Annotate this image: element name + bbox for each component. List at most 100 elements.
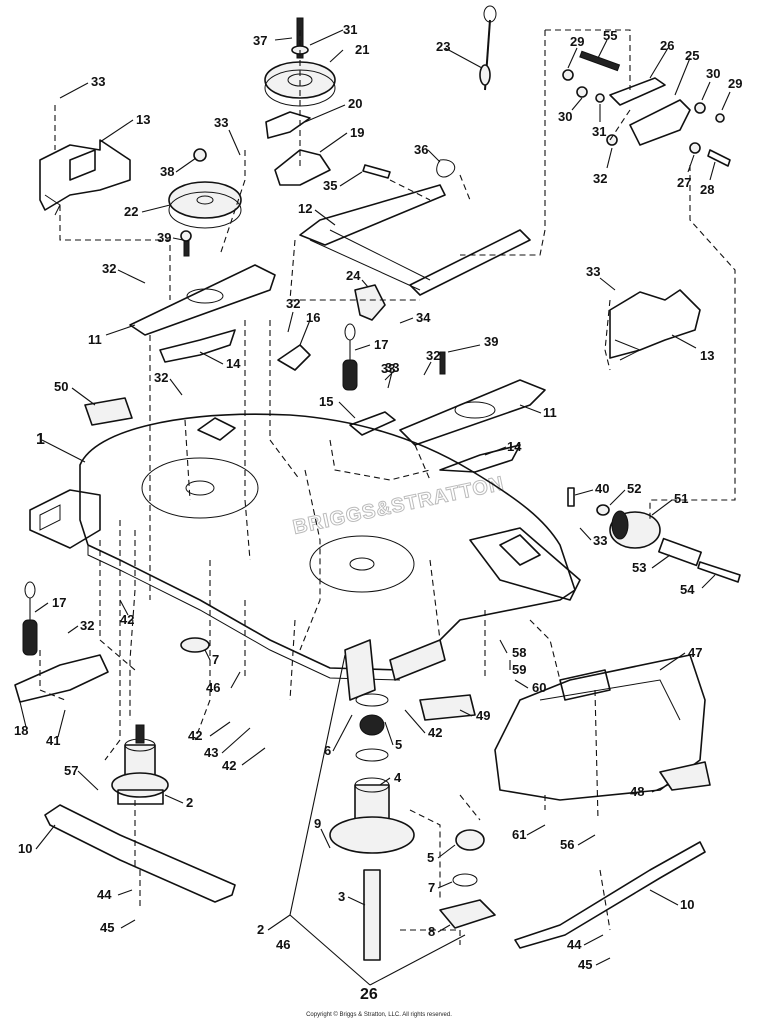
callout-32: 32 [286,296,300,311]
callout-43: 43 [204,745,218,760]
callout-32: 32 [593,171,607,186]
watermark: BRIGGS&STRATTON [291,473,506,539]
block-8 [439,899,496,929]
clip-36 [436,159,456,178]
bracket-13-right [609,289,701,361]
callout-58: 58 [512,645,526,660]
idler-arm-11-right [399,351,546,446]
callout-38: 38 [160,164,174,179]
callout-8: 8 [428,924,435,939]
callout-2: 2 [257,922,264,937]
callout-33: 33 [91,74,105,89]
callout-32: 32 [102,261,116,276]
callout-50: 50 [54,379,68,394]
callout-26: 26 [360,986,378,1003]
callout-47: 47 [688,645,702,660]
callout-39: 39 [484,334,498,349]
callout-46: 46 [276,937,290,952]
callout-20: 20 [348,96,362,111]
callout-17: 17 [52,595,66,610]
callout-42: 42 [188,728,202,743]
callout-31: 31 [343,22,357,37]
bracket-13-left [39,139,131,216]
callout-5: 5 [395,737,402,752]
callout-21: 21 [355,42,369,57]
callout-3: 3 [338,889,345,904]
blade-10-right [514,841,706,949]
spindle-4 [329,693,415,961]
callout-7: 7 [212,652,219,667]
callout-44: 44 [97,887,112,902]
spindle-2-left [111,724,169,805]
callout-59: 59 [512,662,526,677]
callout-19: 19 [350,125,364,140]
callout-22: 22 [124,204,138,219]
blade-10-left [44,804,236,903]
callout-10: 10 [18,841,32,856]
spring-17-middle [342,323,358,391]
spring-plate-14-right [439,444,521,473]
callout-30: 30 [706,66,720,81]
callout-14: 14 [226,356,241,371]
callout-55: 55 [603,28,617,43]
copyright-notice: Copyright © Briggs & Stratton, LLC. All … [306,1012,452,1018]
bracket-18 [14,654,109,703]
callout-45: 45 [100,920,114,935]
callout-26: 26 [660,38,674,53]
pulley-22 [168,148,242,229]
spring-plate-14-left [159,329,236,363]
decal-48 [659,761,711,791]
idler-arm-11-left [129,230,276,336]
callout-34: 34 [416,310,431,325]
callout-31: 31 [592,124,606,139]
pin-35 [362,164,391,179]
callout-33: 33 [593,533,607,548]
callout-40: 40 [595,481,609,496]
alignment-lines [39,29,736,945]
callout-45: 45 [578,957,592,972]
callout-1: 1 [36,431,45,448]
callout-52: 52 [627,481,641,496]
callout-39: 39 [157,230,171,245]
decal-49 [419,694,476,721]
callout-9: 9 [314,816,321,831]
bracket-15 [349,411,396,436]
callout-44: 44 [567,937,582,952]
callout-29: 29 [570,34,584,49]
callout-41: 41 [46,733,60,748]
bracket-25-26 [562,50,731,167]
callout-33: 33 [586,264,600,279]
rod-23 [479,5,497,91]
callout-53: 53 [632,560,646,575]
callout-27: 27 [677,175,691,190]
callout-33: 33 [381,361,395,376]
linkage-12 [299,184,531,296]
callout-60: 60 [532,680,546,695]
callout-61: 61 [512,827,526,842]
bracket-19 [274,149,331,186]
bracket-16 [277,344,311,371]
washer-7-left [180,637,210,653]
callout-16: 16 [306,310,320,325]
callout-24: 24 [346,268,361,283]
callout-25: 25 [685,48,699,63]
callout-13: 13 [136,112,150,127]
callout-57: 57 [64,763,78,778]
callout-32: 32 [80,618,94,633]
roller-51 [567,487,741,583]
callout-33: 33 [385,360,399,375]
callout-23: 23 [436,39,450,54]
callout-33: 33 [214,115,228,130]
callout-29: 29 [728,76,742,91]
callout-4: 4 [394,770,402,785]
callout-11: 11 [543,405,557,420]
callout-6: 6 [324,743,331,758]
mower-deck-housing [29,413,581,701]
callout-48: 48 [630,784,644,799]
callout-56: 56 [560,837,574,852]
callout-32: 32 [426,348,440,363]
callout-14: 14 [507,439,522,454]
callout-10: 10 [680,897,694,912]
leader-lines [19,29,731,986]
